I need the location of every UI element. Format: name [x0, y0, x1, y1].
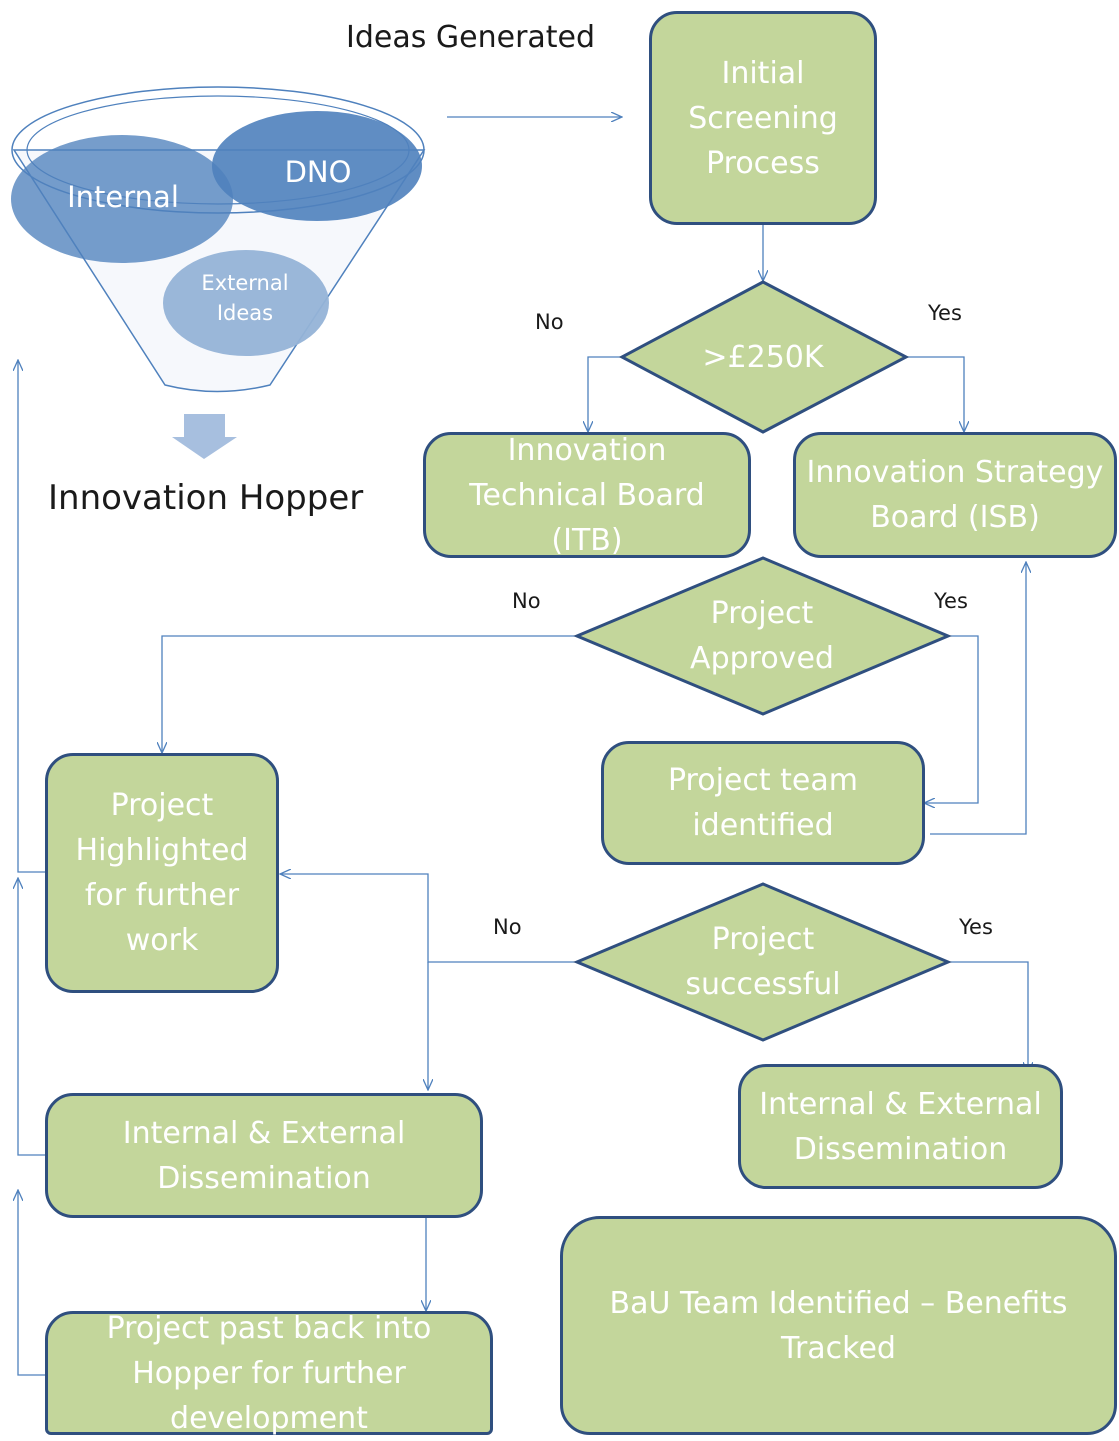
itb-box: Innovation Technical Board (ITB) [423, 432, 751, 558]
successful-no-label: No [493, 915, 522, 939]
itb-label: Innovation Technical Board (ITB) [469, 432, 705, 558]
external-ideas-label: External Ideas [201, 271, 289, 325]
initial-screening-box: Initial Screening Process [649, 11, 877, 225]
decision-cost-label: >£250K [702, 340, 824, 375]
hopper-down-arrow [172, 414, 237, 459]
decision-approved-diamond [573, 556, 952, 716]
arrow-team-to-isb [930, 562, 1026, 835]
arrow-cost-no-to-itb [588, 356, 622, 432]
decision-successful-diamond [573, 882, 952, 1042]
bau-team-label: BaU Team Identified – Benefits Tracked [609, 1285, 1068, 1366]
dissemination-right-box: Internal & External Dissemination [738, 1064, 1063, 1189]
bau-team-box: BaU Team Identified – Benefits Tracked [560, 1216, 1117, 1435]
arrow-cost-yes-to-isb [906, 356, 964, 432]
internal-label: Internal [67, 180, 179, 214]
cost-no-label: No [535, 310, 564, 334]
isb-label: Innovation Strategy Board (ISB) [806, 455, 1104, 535]
dissemination-left-box: Internal & External Dissemination [45, 1093, 483, 1218]
project-past-back-label: Project past back into Hopper for furthe… [106, 1310, 432, 1436]
ideas-generated-heading: Ideas Generated [346, 20, 596, 55]
external-circle [163, 250, 329, 356]
arrow-highlighted-return [18, 360, 46, 873]
dno-label: DNO [284, 155, 352, 189]
project-past-back-box: Project past back into Hopper for furthe… [45, 1311, 493, 1436]
arrow-approved-yes-to-team [924, 635, 979, 803]
arrow-pastback-return [18, 1190, 46, 1376]
hopper-funnel-graphic [11, 86, 426, 393]
arrow-approved-no-to-highlighted [162, 635, 577, 753]
innovation-hopper-label: Innovation Hopper [48, 478, 364, 518]
successful-yes-label: Yes [959, 915, 993, 939]
project-highlighted-label: Project Highlighted for further work [75, 788, 249, 958]
arrow-successful-yes-to-dissemination [948, 961, 1028, 1073]
initial-screening-label: Initial Screening Process [688, 55, 838, 181]
arrow-dissemination-return [18, 878, 46, 1156]
dissemination-right-label: Internal & External Dissemination [759, 1086, 1042, 1167]
approved-yes-label: Yes [934, 589, 968, 613]
decision-successful-label: Project successful [685, 922, 841, 1002]
project-team-box: Project team identified [601, 741, 925, 865]
approved-no-label: No [512, 589, 541, 613]
decision-approved-label: Project Approved [690, 596, 834, 676]
project-highlighted-box: Project Highlighted for further work [45, 753, 279, 993]
dissemination-left-label: Internal & External Dissemination [122, 1115, 406, 1196]
decision-cost-diamond [618, 280, 910, 434]
internal-circle [11, 135, 233, 263]
dno-circle [212, 111, 422, 221]
arrow-successful-no-to-highlighted [280, 874, 577, 963]
cost-yes-label: Yes [928, 301, 962, 325]
isb-box: Innovation Strategy Board (ISB) [793, 432, 1117, 558]
project-team-label: Project team identified [667, 763, 858, 843]
